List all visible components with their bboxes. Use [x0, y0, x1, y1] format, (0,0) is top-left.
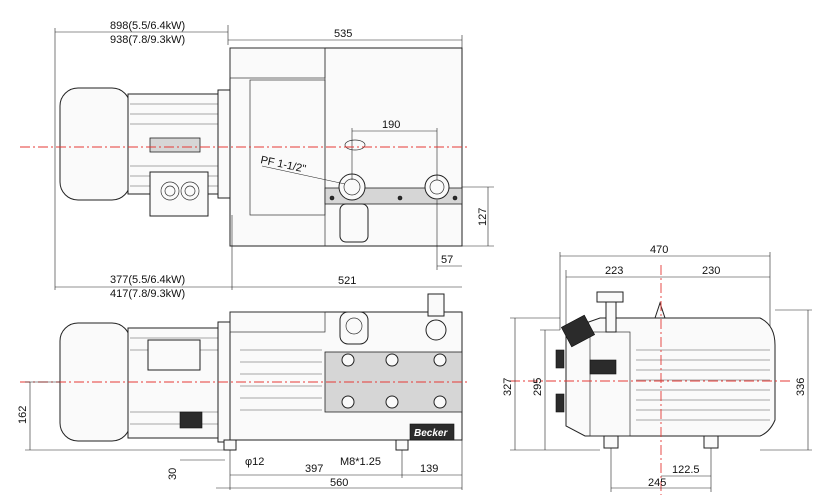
dim-height-right: 336 — [795, 378, 807, 396]
dim-base-length: 560 — [330, 477, 348, 489]
outlet-stub-end — [596, 291, 624, 303]
dim-motor-length-b: 417(7.8/9.3kW) — [110, 288, 185, 300]
dim-overall-length-a: 898(5.5/6.4kW) — [110, 20, 185, 32]
dim-port-spacing: 190 — [382, 119, 400, 131]
dim-total-width: 470 — [650, 244, 668, 256]
motor-fan-hood — [59, 87, 131, 201]
dim-width-right: 230 — [702, 265, 720, 277]
cable-gland-icon — [160, 181, 180, 201]
brand-logo: Becker — [414, 428, 448, 439]
dim-foot-hole: φ12 — [245, 456, 264, 468]
dim-width-left: 223 — [605, 265, 623, 277]
dim-pump-length: 521 — [338, 275, 356, 287]
dim-pump-body-width: 535 — [334, 28, 352, 40]
dim-height-inner: 295 — [532, 378, 544, 396]
end-view: 470 223 230 327 295 — [502, 244, 812, 495]
outlet-stub-side — [427, 293, 445, 317]
dim-motor-length-a: 377(5.5/6.4kW) — [110, 274, 185, 286]
exhaust-stub — [339, 203, 369, 243]
side-view: Becker 162 30 φ12 M8*1.25 397 139 560 — [17, 293, 470, 490]
dim-shaft-height: 162 — [17, 406, 29, 424]
dim-port-offset: 57 — [441, 254, 453, 266]
inlet-port-end — [560, 314, 596, 348]
dim-height-total: 327 — [502, 378, 514, 396]
dim-overall-length-b: 938(7.8/9.3kW) — [110, 34, 185, 46]
cable-gland-icon — [180, 181, 200, 201]
dim-port-height: 127 — [477, 208, 489, 226]
terminal-box-side — [179, 411, 203, 429]
brand-plate — [409, 423, 455, 441]
nameplate — [149, 137, 201, 153]
dim-mount-thread: M8*1.25 — [340, 456, 381, 468]
pump-end-body — [565, 317, 776, 437]
gauge-icon — [589, 359, 617, 375]
inlet-stub-side — [339, 311, 369, 345]
dim-foot-width: 245 — [648, 477, 666, 489]
dim-foot-height: 30 — [167, 468, 179, 480]
dim-foot-spacing: 397 — [305, 463, 323, 475]
dim-foot-end: 139 — [420, 463, 438, 475]
terminal-box — [149, 171, 209, 217]
top-view: 898(5.5/6.4kW) 938(7.8/9.3kW) 535 — [20, 20, 494, 300]
dim-foot-half-width: 122.5 — [672, 464, 700, 476]
